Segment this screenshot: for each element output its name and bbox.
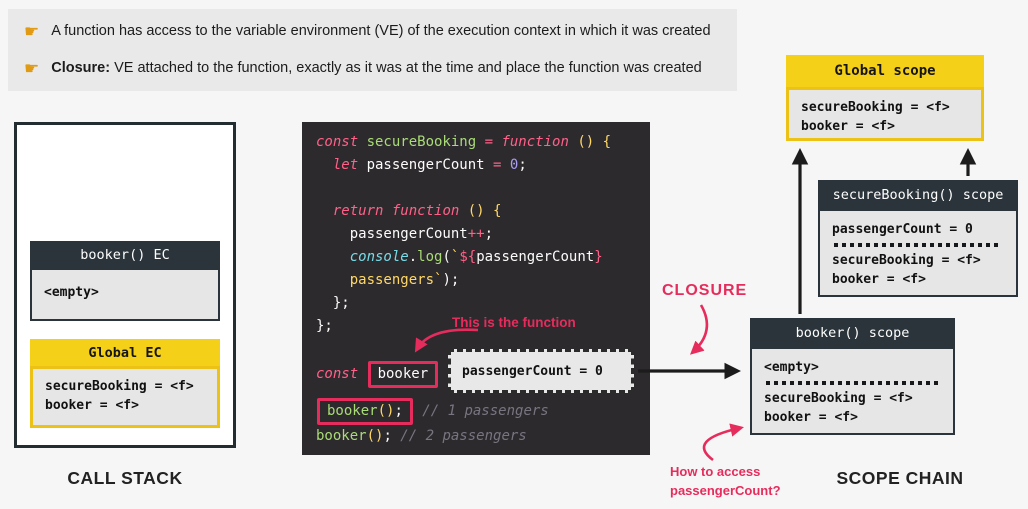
closure-variable-box: passengerCount = 0 bbox=[448, 349, 634, 393]
code-token: log bbox=[417, 249, 443, 265]
pointer-icon: ☛ bbox=[24, 59, 40, 78]
booker-scope-header: booker() scope bbox=[750, 318, 955, 347]
code-token: 0 bbox=[509, 157, 519, 173]
closure-variable: passengerCount = 0 bbox=[462, 363, 603, 379]
note-term: Closure: bbox=[51, 60, 111, 76]
code-token: return bbox=[332, 203, 392, 219]
code-token: ${ bbox=[459, 249, 477, 265]
securebooking-scope-body: passengerCount = 0 secureBooking = <f> b… bbox=[818, 209, 1018, 297]
code-token: } bbox=[594, 249, 603, 265]
code-token: ; bbox=[383, 428, 392, 444]
code-line: let passengerCount = 0; bbox=[316, 154, 650, 177]
annotation-line: How to access bbox=[670, 464, 761, 479]
code-line: }; bbox=[316, 292, 650, 315]
global-scope-body: secureBooking = <f> booker = <f> bbox=[786, 87, 984, 141]
code-line: booker(); // 2 passengers bbox=[316, 425, 650, 448]
code-token: = bbox=[493, 157, 510, 173]
global-ec-body: secureBooking = <f> booker = <f> bbox=[30, 366, 220, 428]
code-highlight-box: booker(); bbox=[317, 398, 413, 425]
code-token: booker bbox=[327, 403, 378, 419]
securebooking-scope-header: secureBooking() scope bbox=[818, 180, 1018, 209]
annotation-line: passengerCount? bbox=[670, 483, 781, 498]
scope-variable: <empty> bbox=[764, 360, 819, 375]
code-line: const secureBooking = function () { bbox=[316, 131, 650, 154]
code-token: // 1 passengers bbox=[413, 403, 549, 419]
code-token: () { bbox=[577, 134, 612, 150]
pointer-icon: ☛ bbox=[24, 22, 40, 41]
ec-variable: <empty> bbox=[44, 285, 99, 300]
scope-chain-label: SCOPE CHAIN bbox=[836, 468, 964, 488]
scope-variable: booker = <f> bbox=[832, 272, 926, 287]
code-token: . bbox=[408, 249, 418, 265]
code-token: ; bbox=[394, 403, 403, 419]
code-editor: const secureBooking = function () { let … bbox=[302, 122, 650, 455]
annotation-closure: CLOSURE bbox=[662, 282, 748, 299]
code-token: = bbox=[484, 134, 502, 150]
code-token: ; bbox=[518, 157, 527, 173]
annotation-how-to-access: How to access passengerCount? bbox=[670, 462, 781, 500]
code-line: booker(); // 1 passengers bbox=[316, 398, 650, 425]
code-token: }; bbox=[316, 318, 333, 334]
closure-pointer-arrow bbox=[690, 304, 709, 355]
code-token: passengerCount bbox=[476, 249, 595, 265]
scope-variable: secureBooking = <f> bbox=[801, 100, 950, 115]
code-token bbox=[316, 157, 333, 173]
code-token: // 2 passengers bbox=[391, 428, 527, 444]
code-token: () { bbox=[467, 203, 502, 219]
code-line: passengerCount++; bbox=[316, 223, 650, 246]
code-token: secureBooking bbox=[366, 134, 485, 150]
annotation-this-is-function: This is the function bbox=[452, 315, 576, 330]
code-token: ); bbox=[442, 272, 460, 288]
scope-variable: booker = <f> bbox=[801, 119, 895, 134]
code-token: const bbox=[316, 366, 367, 382]
scope-chain-divider bbox=[766, 381, 939, 385]
booker-ec-header: booker() EC bbox=[30, 241, 220, 268]
code-token: passengerCount bbox=[366, 157, 494, 173]
code-line: passengers`); bbox=[316, 269, 650, 292]
code-token bbox=[316, 249, 350, 265]
code-token: booker bbox=[377, 366, 429, 382]
note-definition: VE attached to the function, exactly as … bbox=[110, 60, 702, 76]
global-scope-header: Global scope bbox=[786, 55, 984, 87]
code-token: function bbox=[501, 134, 578, 150]
note-text: A function has access to the variable en… bbox=[51, 23, 711, 39]
ec-variable: secureBooking = <f> bbox=[45, 379, 194, 394]
code-token: ; bbox=[484, 226, 494, 242]
ec-variable: booker = <f> bbox=[45, 398, 139, 413]
global-ec-header: Global EC bbox=[30, 339, 220, 366]
code-token: booker bbox=[316, 428, 367, 444]
code-line bbox=[316, 177, 650, 200]
code-token: function bbox=[391, 203, 468, 219]
how-to-access-arrow bbox=[702, 423, 744, 462]
notes-panel: ☛ A function has access to the variable … bbox=[8, 9, 737, 91]
note-item: ☛ A function has access to the variable … bbox=[24, 22, 721, 41]
scope-variable: passengerCount = 0 bbox=[832, 222, 973, 237]
code-token bbox=[316, 272, 350, 288]
note-item: ☛ Closure: VE attached to the function, … bbox=[24, 59, 721, 78]
code-token: const bbox=[316, 134, 367, 150]
scope-variable: booker = <f> bbox=[764, 410, 858, 425]
scope-chain-divider bbox=[834, 243, 1002, 247]
code-token: ` bbox=[450, 249, 460, 265]
code-line: console.log(`${passengerCount} bbox=[316, 246, 650, 269]
code-token: let bbox=[332, 157, 367, 173]
code-token: () bbox=[366, 428, 384, 444]
code-token: passengers` bbox=[349, 272, 443, 288]
code-line: }; bbox=[316, 315, 650, 338]
scope-variable: secureBooking = <f> bbox=[832, 253, 981, 268]
code-highlight-box: booker bbox=[367, 361, 439, 388]
code-token bbox=[316, 203, 333, 219]
code-line: return function () { bbox=[316, 200, 650, 223]
booker-ec-body: <empty> bbox=[30, 268, 220, 321]
code-token: passengerCount bbox=[316, 226, 468, 242]
code-token: () bbox=[377, 403, 395, 419]
code-token: }; bbox=[316, 295, 350, 311]
code-token: ( bbox=[442, 249, 451, 265]
code-token: ++ bbox=[467, 226, 485, 242]
call-stack-label: CALL STACK bbox=[67, 468, 183, 488]
booker-scope-body: <empty> secureBooking = <f> booker = <f> bbox=[750, 347, 955, 435]
scope-variable: secureBooking = <f> bbox=[764, 391, 913, 406]
note-text: Closure: VE attached to the function, ex… bbox=[51, 59, 701, 78]
code-token: console bbox=[349, 249, 409, 265]
